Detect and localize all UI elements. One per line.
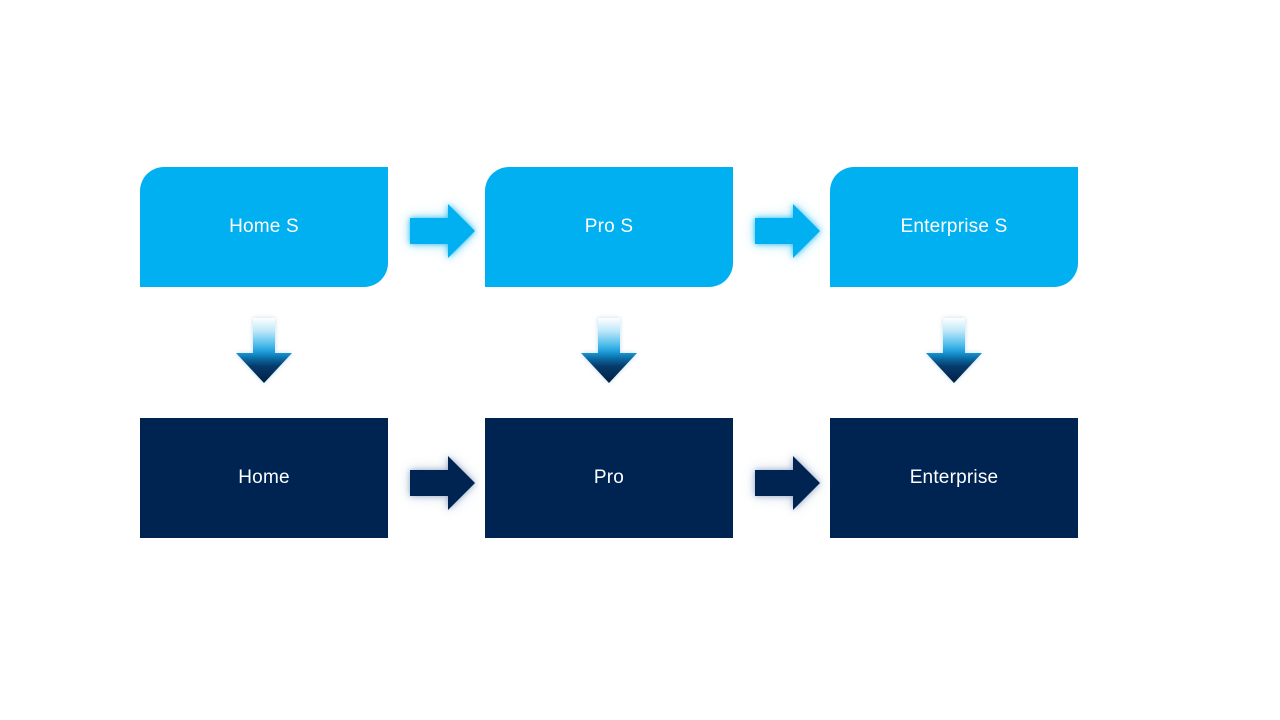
node-home-label: Home xyxy=(238,467,290,488)
node-pro: Pro xyxy=(485,418,733,538)
right-arrow-icon xyxy=(410,204,475,258)
node-pro-label: Pro xyxy=(593,467,625,488)
node-home-s: Home S xyxy=(140,167,388,287)
node-enterprise: Enterprise xyxy=(830,418,1078,538)
down-arrow-icon xyxy=(581,318,637,383)
right-arrow-icon xyxy=(755,204,820,258)
right-arrow-icon xyxy=(410,456,475,510)
node-home-s-label: Home S xyxy=(229,216,299,237)
node-enterprise-s: Enterprise S xyxy=(830,167,1078,287)
node-enterprise-s-label: Enterprise S xyxy=(900,216,1008,237)
down-arrow-icon xyxy=(926,318,982,383)
node-enterprise-label: Enterprise xyxy=(909,467,999,488)
node-pro-s-label: Pro S xyxy=(584,216,634,237)
right-arrow-icon xyxy=(755,456,820,510)
node-pro-s: Pro S xyxy=(485,167,733,287)
node-home: Home xyxy=(140,418,388,538)
down-arrow-icon xyxy=(236,318,292,383)
